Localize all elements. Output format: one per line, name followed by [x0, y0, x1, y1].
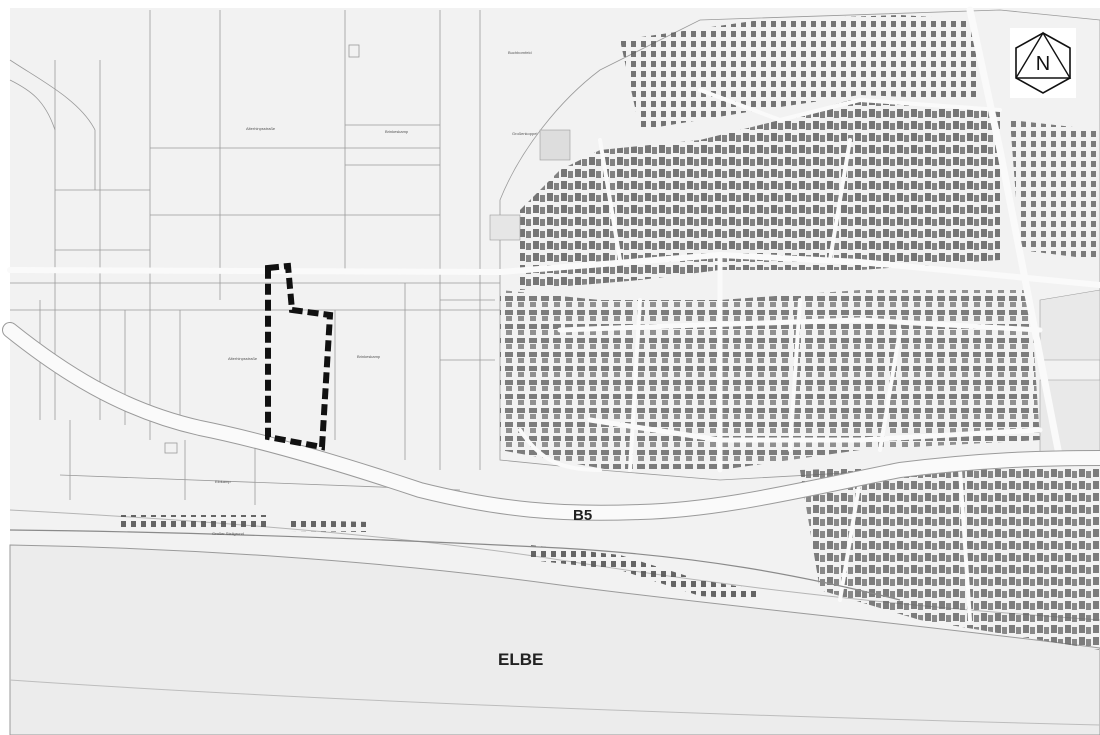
river-channel-line: [9, 679, 1100, 726]
parcel-label: Elbkamp: [215, 479, 231, 484]
small-building: [348, 44, 360, 58]
town-buildings: [120, 9, 1100, 650]
parcel-label: Brinkeskamp: [357, 354, 381, 359]
north-label: N: [1036, 53, 1050, 75]
north-arrow-icon: N: [1010, 28, 1076, 98]
small-building: [164, 442, 178, 454]
project-area-boundary[interactable]: [265, 262, 334, 451]
elbe-river-label: ELBE: [498, 650, 543, 669]
parcel-label: Buchbornfeld: [508, 50, 532, 55]
parcel-label: Brinkeskamp: [385, 129, 409, 134]
plot: [489, 214, 521, 241]
b5-road[interactable]: [3, 323, 1100, 520]
parcel-label: Großenkoppel: [512, 131, 537, 136]
parcel-label: Großer Steilgrund: [212, 531, 244, 536]
elbe-river: [9, 544, 1100, 735]
parcel-label: Alterhinpsstraße: [228, 356, 258, 361]
railway-line: [9, 529, 901, 601]
b5-road-label: B5: [573, 507, 592, 524]
town-streets: [7, 6, 1100, 622]
field-parcels: [9, 10, 500, 505]
small-building: [539, 129, 571, 161]
parcel-label: Alterhinpsstraße: [246, 126, 276, 131]
